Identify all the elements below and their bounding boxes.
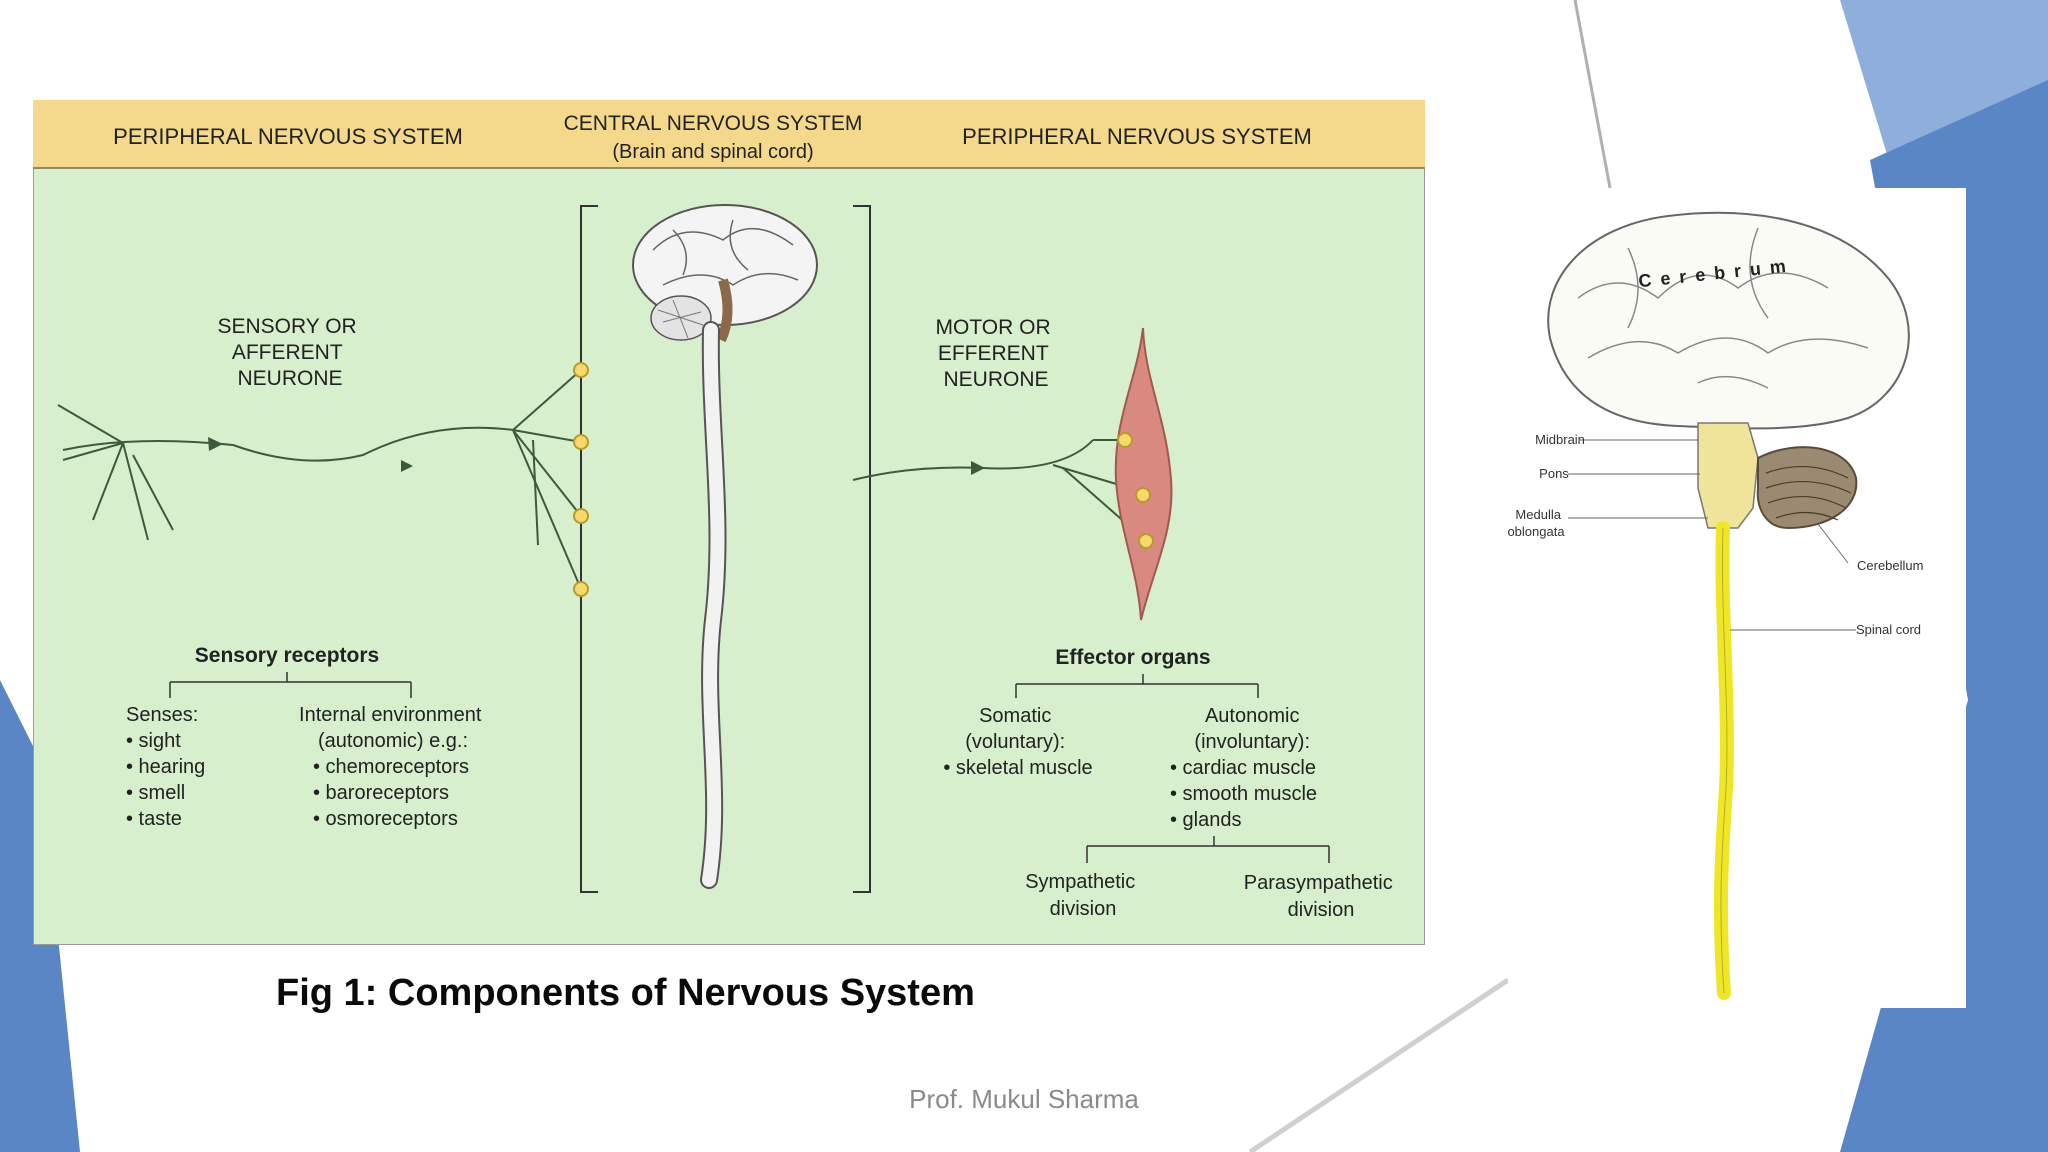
- sympathetic-label: Sympathetic division: [1025, 871, 1141, 920]
- spinal-cord-label: Spinal cord: [1856, 622, 1921, 637]
- sympathetic-line: Sympathetic: [1025, 871, 1135, 893]
- medulla-line: oblongata: [1508, 524, 1565, 539]
- brain-anatomy-panel: Cerebrum Midbrain Pons Medulla oblongata…: [1507, 188, 1966, 1008]
- senses-list: • sight • hearing • smell • taste: [126, 730, 211, 830]
- internal-list: • chemoreceptors • baroreceptors • osmor…: [313, 756, 475, 830]
- header-right: PERIPHERAL NERVOUS SYSTEM: [962, 124, 1312, 149]
- synapse-dot: [1117, 432, 1133, 448]
- nervous-system-diagram: PERIPHERAL NERVOUS SYSTEM CENTRAL NERVOU…: [33, 100, 1425, 945]
- afferent-neurone: [57, 369, 582, 590]
- midbrain-label: Midbrain: [1535, 432, 1585, 447]
- afferent-label-line: SENSORY OR: [217, 315, 356, 338]
- afferent-arrow: [208, 437, 223, 451]
- sensory-receptors-title: Sensory receptors: [195, 644, 379, 667]
- spinal-cord-shape: [1713, 521, 1734, 1000]
- autonomic-line: Autonomic: [1205, 705, 1300, 727]
- medulla-label: Medulla oblongata: [1508, 507, 1565, 539]
- header-center-line1: CENTRAL NERVOUS SYSTEM: [564, 112, 863, 135]
- synapse-dot: [573, 362, 589, 378]
- effector-tree-lines: [1015, 674, 1259, 698]
- pons-label: Pons: [1539, 466, 1569, 481]
- diagram-header: [33, 100, 1425, 168]
- brain-anatomy-illustration: Cerebrum Midbrain Pons Medulla oblongata…: [1507, 211, 1923, 1000]
- efferent-arrow: [971, 461, 985, 475]
- author-footer: Prof. Mukul Sharma: [909, 1084, 1139, 1114]
- list-item: • osmoreceptors: [313, 808, 458, 830]
- cerebellum-folia: [1765, 466, 1852, 521]
- heading-line: Internal environment: [299, 704, 482, 726]
- efferent-label-line: MOTOR OR: [936, 316, 1051, 339]
- efferent-label-line: NEURONE: [943, 368, 1048, 391]
- cerebellum-shape: [1756, 446, 1858, 530]
- afferent-label: SENSORY OR AFFERENT NEURONE: [217, 315, 362, 390]
- afferent-label-line: NEURONE: [237, 367, 342, 390]
- cns-bracket-right: [853, 205, 871, 893]
- senses-heading: Senses:: [126, 704, 198, 726]
- parasympathetic-line: Parasympathetic: [1244, 872, 1393, 894]
- autonomic-line: (involuntary):: [1194, 731, 1310, 753]
- autonomic-tree-lines: [1086, 836, 1330, 863]
- list-item: • hearing: [126, 756, 205, 778]
- spinal-cord-outline: [1720, 527, 1728, 994]
- bg-decor-line: [1248, 977, 1510, 1152]
- heading-line: (autonomic) e.g.:: [318, 730, 468, 752]
- bg-decor-line: [1573, 0, 1612, 189]
- list-item: • baroreceptors: [313, 782, 449, 804]
- autonomic-line: • glands: [1170, 809, 1242, 831]
- list-item: • chemoreceptors: [313, 756, 469, 778]
- efferent-synapses: [1117, 432, 1154, 549]
- midbrain-pons-shape: [1697, 422, 1759, 529]
- header-center-line2: (Brain and spinal cord): [612, 141, 813, 163]
- synapse-dot: [573, 508, 589, 524]
- somatic-line: • skeletal muscle: [943, 757, 1092, 779]
- figure-caption: Fig 1: Components of Nervous System: [276, 972, 975, 1014]
- efferent-label: MOTOR OR EFFERENT NEURONE: [936, 316, 1057, 391]
- list-item: • taste: [126, 808, 182, 830]
- internal-environment-heading: Internal environment (autonomic) e.g.:: [299, 704, 487, 752]
- cerebellum-label: Cerebellum: [1857, 558, 1923, 573]
- somatic-line: (voluntary):: [965, 731, 1065, 753]
- muscle-organ: [1114, 327, 1173, 621]
- sensory-tree-lines: [169, 672, 412, 698]
- synapse-dot: [1135, 487, 1151, 503]
- synapse-dot: [573, 581, 589, 597]
- somatic-line: Somatic: [979, 705, 1051, 727]
- parasympathetic-line: division: [1288, 899, 1355, 921]
- list-item: • sight: [126, 730, 181, 752]
- cns-bracket-left: [580, 205, 598, 893]
- list-item: • smell: [126, 782, 185, 804]
- efferent-label-line: EFFERENT: [938, 342, 1049, 365]
- somatic-label: Somatic (voluntary): • skeletal muscle: [943, 705, 1092, 779]
- autonomic-label: Autonomic (involuntary): • cardiac muscl…: [1170, 705, 1323, 831]
- effector-organs-title: Effector organs: [1055, 646, 1210, 669]
- afferent-label-line: AFFERENT: [232, 341, 343, 364]
- bg-decor-right-mid: [1840, 80, 2048, 1152]
- header-left: PERIPHERAL NERVOUS SYSTEM: [113, 124, 463, 149]
- synapse-dot: [573, 434, 589, 450]
- medulla-line: Medulla: [1515, 507, 1561, 522]
- spinal-cord-inner: [702, 323, 725, 887]
- sympathetic-line: division: [1050, 898, 1117, 920]
- parasympathetic-label: Parasympathetic division: [1244, 872, 1399, 921]
- afferent-synapses: [573, 362, 589, 597]
- cerebrum-gyri: [1577, 227, 1869, 389]
- autonomic-line: • smooth muscle: [1170, 783, 1317, 805]
- synapse-dot: [1138, 533, 1154, 549]
- afferent-arrow: [401, 460, 413, 472]
- leader-lines: [1568, 439, 1856, 631]
- cerebrum-shape: [1547, 211, 1910, 430]
- autonomic-line: • cardiac muscle: [1170, 757, 1316, 779]
- brain-illustration: [632, 204, 818, 343]
